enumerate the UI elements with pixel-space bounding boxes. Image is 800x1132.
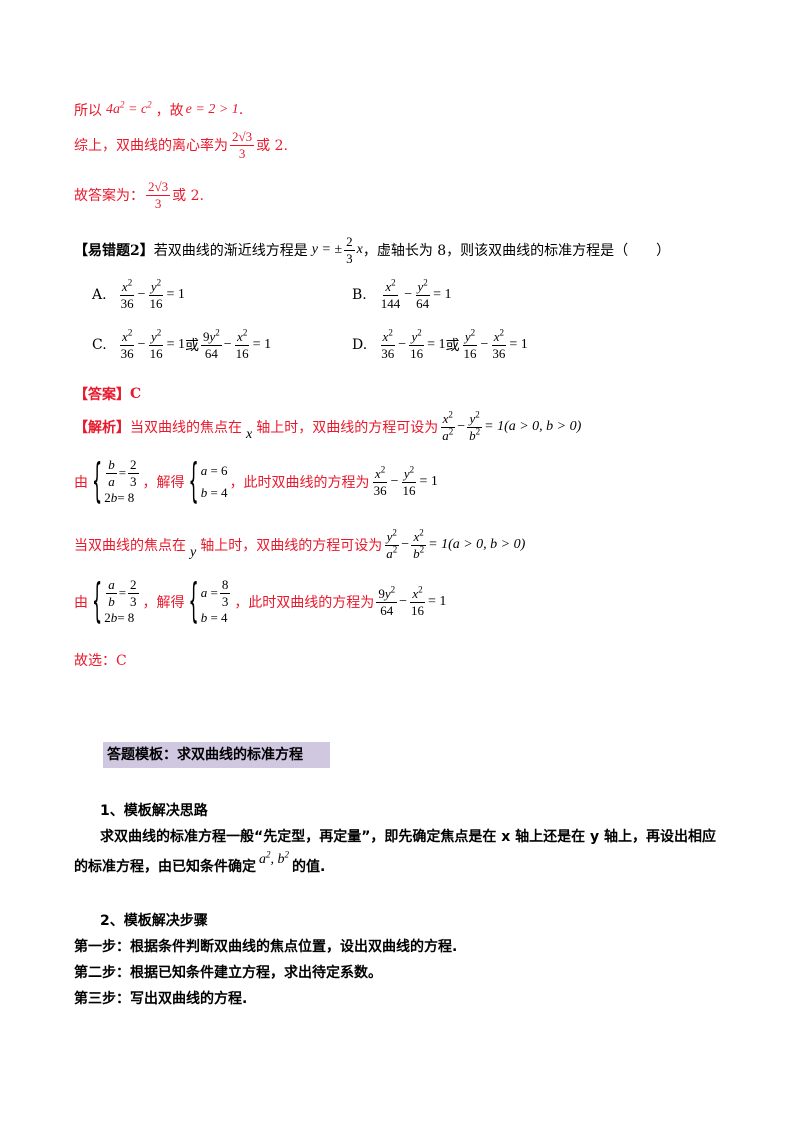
- equation-4a2-c2: 4a2 = c2: [106, 99, 152, 117]
- asymptote-lhs: y = ±: [311, 242, 343, 258]
- choose-line: 故选：C: [74, 653, 127, 669]
- template-step-3: 第三步：写出双曲线的方程.: [74, 991, 248, 1007]
- text: 或 2.: [172, 188, 204, 205]
- line-conclusion-1: 所以 4a2 = c2 ，故 e = 2 > 1 .: [74, 100, 243, 120]
- choice-label: C.: [92, 337, 107, 354]
- answer-tag: 【答案】: [74, 387, 130, 403]
- var-y: y: [190, 545, 197, 561]
- template-banner: 答题模板：求双曲线的标准方程: [103, 742, 330, 768]
- equation-e: e = 2 > 1: [185, 102, 239, 117]
- choice-label: B.: [352, 287, 367, 304]
- template-paragraph-1: 求双曲线的标准方程一般“先定型，再定量”，即先确定焦点是在 x 轴上还是在 y …: [100, 829, 717, 845]
- template-heading-1: 1、模板解决思路: [100, 803, 208, 819]
- fraction-asymptote: 2 3: [344, 234, 355, 266]
- text: ，故: [155, 103, 184, 119]
- asymptote-x: x: [356, 242, 363, 258]
- solution-1: { a = 6 b = 4: [188, 453, 228, 509]
- line-answer-text: 故答案为： 2√3 3 或 2.: [74, 180, 204, 210]
- text: 所以: [74, 103, 102, 119]
- choice-label: A.: [92, 287, 107, 304]
- template-heading-2: 2、模板解决步骤: [100, 913, 208, 929]
- fraction-eccentricity: 2√3 3: [230, 129, 255, 161]
- question-tag: 【易错题2】: [74, 243, 154, 260]
- question-stem: 【易错题2】 若双曲线的渐近线方程是 y = ± 2 3 x ，虚轴长为 8，则…: [74, 235, 670, 265]
- fraction-answer: 2√3 3: [146, 179, 171, 211]
- text: 若双曲线的渐近线方程是: [153, 243, 308, 260]
- text: ，虚轴长为 8，则该双曲线的标准方程是（ ）: [362, 243, 671, 260]
- text: 或 2.: [256, 138, 288, 155]
- text: 故答案为：: [74, 188, 144, 205]
- template-paragraph-2: 的标准方程，由已知条件确定 a2, b2 的值.: [74, 849, 326, 875]
- analysis-tag: 【解析】: [74, 420, 130, 437]
- template-step-1: 第一步：根据条件判断双曲线的焦点位置，设出双曲线的方程.: [74, 939, 458, 955]
- template-step-2: 第二步：根据已知条件建立方程，求出待定系数。: [74, 965, 382, 981]
- answer-value: C: [130, 386, 142, 402]
- text: 综上，双曲线的离心率为: [74, 138, 228, 155]
- text: .: [238, 102, 244, 118]
- line-conclusion-2: 综上，双曲线的离心率为 2√3 3 或 2.: [74, 130, 288, 160]
- var-x: x: [246, 427, 253, 443]
- choice-label: D.: [352, 337, 368, 354]
- answer-line: 【答案】 C: [74, 384, 141, 404]
